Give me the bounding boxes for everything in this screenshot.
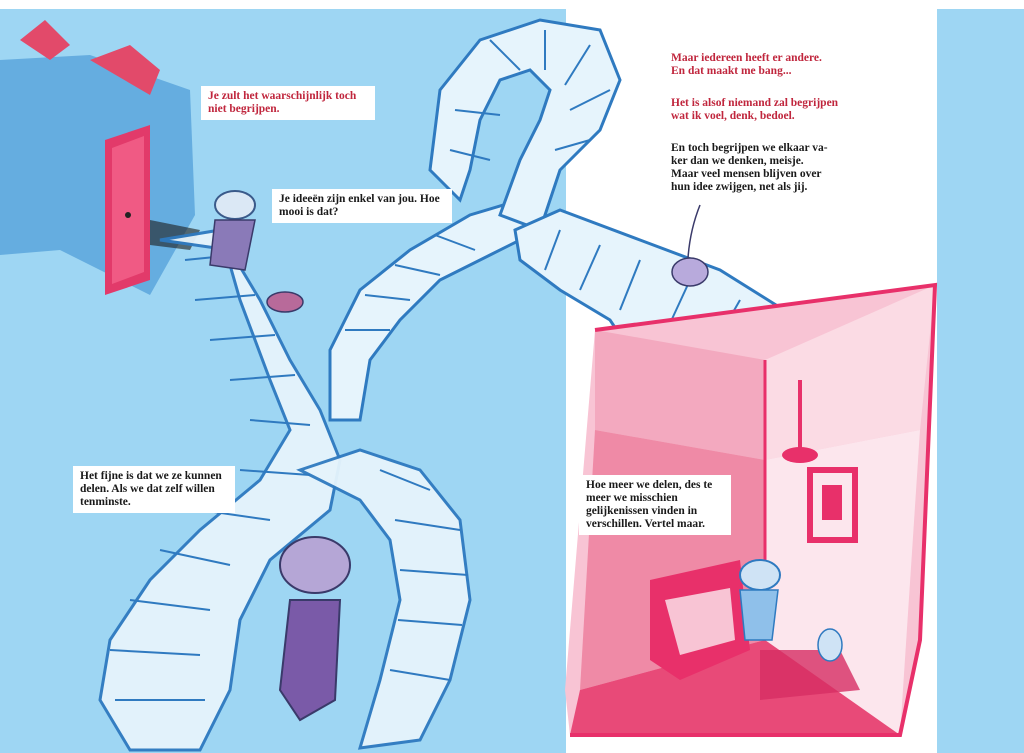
girl-figure-bottom [278,536,351,722]
text-5: Het is alsof niemand zal begrijpen wat i… [671,97,838,123]
sky-background-right [937,9,1024,753]
speech-text-1: Je zult het waarschijnlijk toch niet beg… [201,86,375,120]
text-4-line-1: Maar iedereen heeft er andere. [671,52,822,64]
mouse-figure-top [266,291,304,313]
text-6-line-4: hun idee zwijgen, net als jij. [671,181,808,193]
girl-figure-top [209,190,256,271]
text-6-line-3: Maar veel mensen blijven over [671,168,822,180]
text-6-line-1: En toch begrijpen we elkaar va- [671,142,828,154]
speech-text-3: Het fijne is dat we ze kunnen delen. Als… [73,466,235,513]
text-4-line-2: En dat maakt me bang... [671,65,792,77]
text-6-line-2: ker dan we denken, meisje. [671,155,804,167]
speech-text-2: Je ideeën zijn enkel van jou. Hoe mooi i… [272,189,452,223]
middle-step-lines [345,30,611,331]
text-6: En toch begrijpen we elkaar va- ker dan … [671,142,828,194]
mouse-figure-room [817,628,843,662]
stair-step-lines [109,254,469,701]
text-4: Maar iedereen heeft er andere. En dat ma… [671,52,822,78]
speech-text-7: Hoe meer we delen, des te meer we missch… [579,475,731,535]
text-5-line-1: Het is alsof niemand zal begrijpen [671,97,839,109]
girl-figure-room [739,559,781,641]
text-5-line-2: wat ik voel, denk, bedoel. [671,110,795,122]
house-with-red-door [0,20,200,295]
mouse-figure-right-stairs [671,204,709,287]
